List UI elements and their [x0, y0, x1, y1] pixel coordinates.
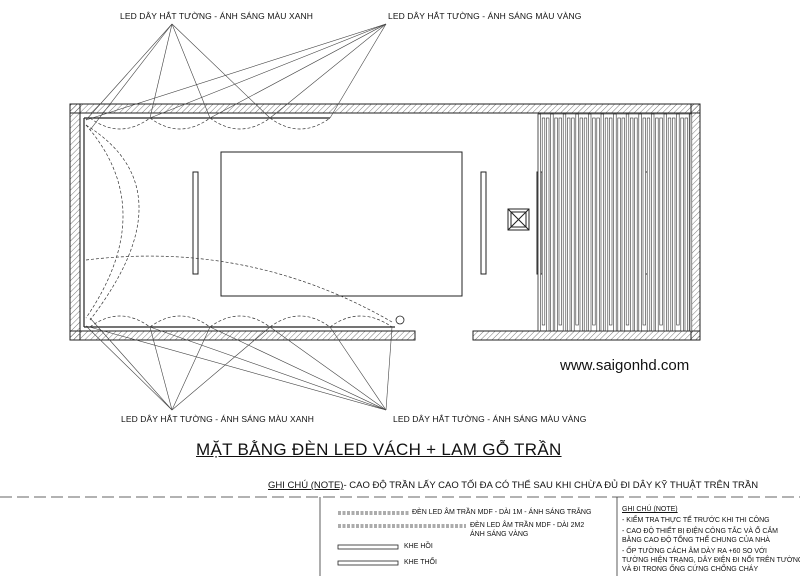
label-led-top-yellow: LED DÂY HẮT TƯỜNG - ÁNH SÁNG MÀU VÀNG: [388, 11, 582, 21]
right-note-line-3: BẰNG CAO ĐỘ TỔNG THỂ CHUNG CỦA NHÀ: [622, 537, 770, 544]
right-note-line-6: VÀ ĐI TRONG ỐNG CỨNG CHỐNG CHÁY: [622, 566, 759, 573]
wood-slat: [609, 117, 613, 326]
wood-slat-border: [537, 113, 691, 332]
legend-item-2b: ÁNH SÁNG VÀNG: [470, 531, 529, 538]
legend-item-4: KHE THỔI: [404, 559, 437, 566]
ventilation-box: [507, 208, 530, 231]
led-light-arcs: [85, 117, 393, 328]
wood-slat: [550, 113, 554, 332]
wood-slat: [588, 113, 592, 332]
wood-slat: [554, 117, 558, 332]
leader-lines-top: [85, 23, 387, 131]
wood-slat: [558, 117, 562, 326]
label-led-bottom-yellow: LED DÂY HẮT TƯỜNG - ÁNH SÁNG MÀU VÀNG: [393, 414, 587, 424]
wood-slat: [651, 113, 655, 332]
wood-slat: [680, 117, 684, 332]
wood-slat: [630, 117, 634, 332]
wood-slat: [613, 113, 617, 332]
label-led-top-blue: LED DÂY HẮT TƯỜNG - ÁNH SÁNG MÀU XANH: [120, 11, 314, 21]
wood-slat: [596, 117, 600, 332]
wood-slat: [567, 117, 571, 332]
wood-slat: [688, 113, 693, 332]
right-note-line-5: TƯỜNG HIỆN TRẠNG, DÂY ĐIỆN ĐI NỔI TRÊN T…: [622, 557, 800, 564]
legend-symbols: [337, 511, 466, 566]
wood-slat: [634, 117, 638, 332]
right-note-line-1: - KIỂM TRA THỰC TẾ TRƯỚC KHI THI CÔNG: [622, 517, 770, 524]
wood-slat: [575, 113, 579, 326]
right-note-heading: GHI CHÚ (NOTE): [622, 506, 678, 513]
led-strip-wall: [83, 117, 395, 328]
wood-slat: [667, 117, 672, 332]
right-note-line-2: - CAO ĐỘ THIẾT BỊ ĐIỆN CÔNG TẮC VÀ Ổ CẮM: [622, 528, 778, 535]
label-led-bottom-blue: LED DÂY HẮT TƯỜNG - ÁNH SÁNG MÀU XANH: [121, 414, 315, 424]
wood-slat: [621, 117, 625, 332]
wood-slat: [546, 117, 550, 332]
sheet-border: [0, 496, 800, 576]
legend-item-3: KHE HỒI: [404, 543, 433, 550]
wood-slat: [571, 117, 575, 332]
wood-slat: [583, 117, 588, 332]
wood-slat: [537, 113, 541, 332]
note-heading: GHI CHÚ (NOTE): [268, 480, 344, 491]
wood-slat: [676, 113, 680, 326]
wood-slat: [646, 117, 651, 332]
wood-slat: [642, 117, 646, 326]
wood-slat: [617, 117, 621, 332]
wood-slat: [663, 113, 667, 332]
ceiling-panel: [220, 151, 463, 297]
drawing-title: MẶT BẰNG ĐÈN LED VÁCH + LAM GỖ TRẦN: [196, 440, 562, 459]
wood-slat: [600, 113, 604, 332]
wood-slat: [579, 117, 583, 332]
switch-symbol: [395, 315, 405, 325]
wood-slat: [604, 117, 609, 332]
wood-slat: [672, 117, 676, 332]
legend-item-2a: ĐÈN LED ÂM TRẦN MDF - DÀI 2M2: [470, 522, 585, 529]
wood-slat: [659, 117, 663, 326]
wood-slat: [625, 113, 630, 326]
legend-item-1: ĐÈN LED ÂM TRẦN MDF - DÀI 1M - ÁNH SÁNG …: [412, 509, 592, 516]
note-main: GHI CHÚ (NOTE)- CAO ĐỘ TRẦN LẤY CAO TỐI …: [268, 480, 758, 491]
wood-slat: [638, 113, 642, 332]
wood-slat: [655, 117, 659, 332]
wood-slat: [541, 117, 546, 326]
wood-slat: [592, 117, 596, 326]
right-note-line-4: - ỐP TƯỜNG CÁCH ÂM DÀY RA +60 SO VỚI: [622, 548, 767, 555]
note-text: - CAO ĐỘ TRẦN LẤY CAO TỐI ĐA CÓ THỂ SAU …: [343, 480, 759, 491]
wood-slat: [684, 117, 688, 332]
website-watermark: www.saigonhd.com: [560, 357, 690, 374]
walls: [69, 103, 701, 341]
leader-lines-bottom: [85, 317, 393, 411]
wood-slat-ceiling: [537, 113, 693, 332]
wood-slat: [562, 113, 567, 332]
